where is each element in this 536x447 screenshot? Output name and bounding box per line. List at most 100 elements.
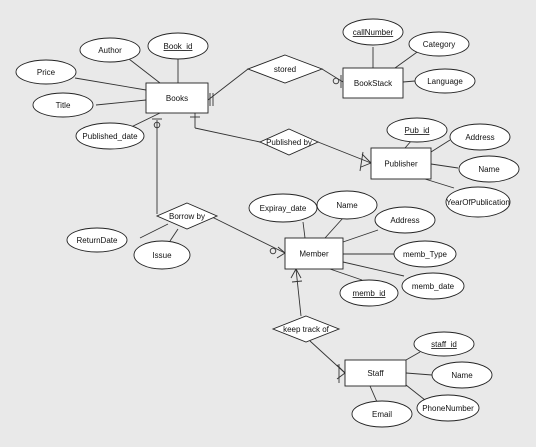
entity-bookstack[interactable] (342, 67, 404, 99)
edge-stored-bookstack (321, 68, 344, 83)
relationship-borrow_by[interactable] (155, 202, 219, 230)
edge-books-stored (207, 68, 249, 101)
attribute-title[interactable] (32, 92, 94, 118)
relationship-label-stored: stored (274, 65, 296, 74)
attribute-price[interactable] (15, 59, 77, 85)
member-track-foot-b (295, 268, 302, 279)
entity-books[interactable] (145, 82, 209, 114)
attribute-label-memb_date: memb_date (412, 282, 455, 291)
relationship-published_by[interactable] (258, 128, 320, 156)
attribute-label-title: Title (56, 101, 71, 110)
edge-member-date (342, 261, 405, 277)
relationship-label-keep_track_of: keep track of (283, 325, 330, 334)
attribute-return_date[interactable] (66, 227, 128, 253)
crowfoot-notation-layer (152, 75, 372, 383)
publisher-foot-a (361, 153, 372, 164)
attribute-pub_id[interactable] (386, 117, 448, 143)
attribute-memb_id[interactable] (339, 279, 399, 307)
staff-foot-a (336, 364, 346, 374)
edge-borrow-by-returndate (139, 223, 169, 239)
attribute-email[interactable] (351, 400, 413, 428)
attribute-label-pub_id: Pub_id (405, 126, 430, 135)
edge-member-expiray (302, 221, 306, 239)
attribute-label-memb_id: memb_id (353, 289, 386, 298)
edge-books-title (95, 99, 147, 106)
edge-books-published-by (194, 127, 261, 143)
entity-label-staff: Staff (367, 369, 384, 378)
shapes-layer (15, 18, 520, 428)
member-borrow-circle (269, 247, 277, 255)
attribute-label-issue: Issue (152, 251, 172, 260)
attribute-label-language: Language (427, 77, 463, 86)
attribute-staff_name[interactable] (431, 361, 493, 389)
attribute-label-staff_name: Name (451, 371, 473, 380)
attribute-call_number[interactable] (342, 18, 404, 46)
attribute-label-author: Author (98, 46, 122, 55)
edge-bookstack-category (394, 49, 421, 69)
attribute-label-return_date: ReturnDate (77, 236, 118, 245)
attribute-label-staff_id: staff_id (431, 340, 457, 349)
edge-publisher-name (430, 163, 459, 169)
attribute-staff_id[interactable] (413, 331, 475, 357)
edge-staff-id (405, 351, 421, 361)
publisher-foot-b (360, 162, 372, 168)
edge-member-name (324, 217, 344, 239)
member-borrow-foot-a (277, 246, 286, 254)
attribute-mem_name[interactable] (316, 190, 378, 220)
member-track-bar (291, 280, 303, 283)
attribute-book_id[interactable] (147, 32, 209, 60)
attribute-label-phone_number: PhoneNumber (422, 404, 474, 413)
entity-staff[interactable] (344, 359, 407, 387)
edge-publisher-address (430, 139, 451, 153)
attribute-label-memb_type: memb_Type (403, 250, 448, 259)
edge-member-address (342, 229, 379, 243)
member-borrow-foot-b (276, 252, 286, 259)
edge-publisher-year (424, 178, 455, 189)
attribute-author[interactable] (79, 37, 141, 63)
attribute-label-mem_address: Address (390, 216, 419, 225)
edge-staff-email (369, 385, 378, 403)
attribute-issue[interactable] (133, 240, 191, 270)
edge-borrow-by-member (209, 215, 286, 254)
attribute-published_date[interactable] (75, 122, 145, 150)
attribute-year_of_publication[interactable] (445, 186, 511, 218)
relationship-label-borrow_by: Borrow by (169, 212, 205, 221)
edge-member-id (329, 268, 363, 281)
attribute-category[interactable] (408, 31, 470, 57)
attribute-memb_type[interactable] (393, 240, 457, 268)
attribute-expiray_date[interactable] (248, 193, 318, 223)
attribute-label-pub_name: Name (478, 165, 500, 174)
attribute-mem_address[interactable] (374, 206, 436, 234)
member-track-foot-a (290, 268, 297, 279)
staff-foot-b (336, 372, 346, 380)
attribute-label-published_date: Published_date (82, 132, 138, 141)
edge-borrow-by-issue (169, 228, 179, 242)
relationship-keep_track_of[interactable] (271, 315, 341, 343)
entity-label-publisher: Publisher (384, 160, 418, 169)
attribute-memb_date[interactable] (401, 272, 465, 300)
relationship-label-published_by: Published by (266, 138, 312, 147)
attribute-phone_number[interactable] (416, 394, 480, 422)
attribute-label-expiray_date: Expiray_date (260, 204, 307, 213)
attribute-pub_address[interactable] (449, 123, 511, 151)
edges-layer (74, 47, 459, 403)
attribute-pub_name[interactable] (458, 155, 520, 183)
edge-books-price (74, 77, 147, 91)
entity-label-member: Member (299, 250, 329, 259)
attribute-language[interactable] (414, 68, 476, 94)
entity-label-books: Books (166, 94, 188, 103)
bookstack-stored-circle (332, 77, 340, 85)
books-borrow-circle (153, 121, 161, 129)
edge-books-author (128, 58, 161, 84)
relationship-stored[interactable] (246, 54, 324, 84)
entity-label-bookstack: BookStack (354, 79, 393, 88)
edge-bookstack-language (402, 80, 416, 83)
attribute-label-category: Category (423, 40, 455, 49)
edge-staff-name (405, 372, 433, 376)
attribute-label-call_number: callNumber (353, 28, 394, 37)
edge-member-keep-track (295, 268, 302, 317)
entity-member[interactable] (284, 237, 344, 270)
entity-publisher[interactable] (370, 147, 432, 180)
edge-staff-phone (405, 384, 426, 401)
